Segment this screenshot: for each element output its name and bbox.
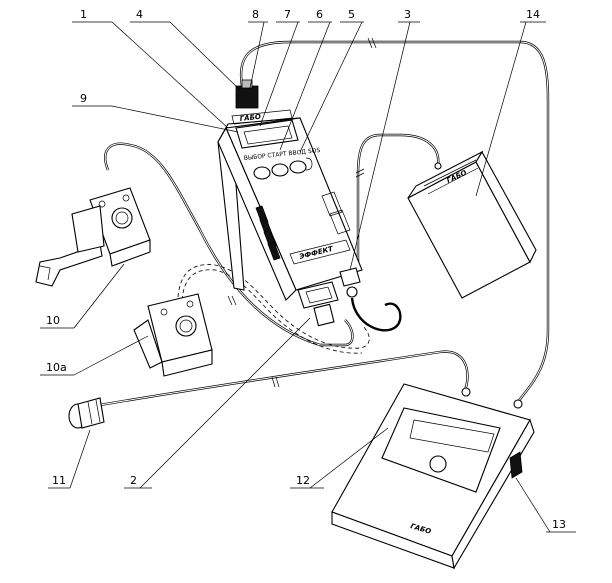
sensor-10-strap xyxy=(35,243,103,287)
callout-1: 1 xyxy=(80,8,87,21)
cable-connector-loop xyxy=(350,297,402,332)
callout-12: 12 xyxy=(296,474,310,487)
callout-13: 13 xyxy=(552,518,566,531)
display-screen-frame xyxy=(381,407,501,493)
button-select[interactable] xyxy=(253,166,271,180)
display-side-port xyxy=(509,451,523,479)
callout-7: 7 xyxy=(284,8,291,21)
printer-port xyxy=(434,162,442,170)
callout-4: 4 xyxy=(136,8,143,21)
button-enter[interactable] xyxy=(289,160,307,174)
callout-6: 6 xyxy=(316,8,323,21)
callout-5: 5 xyxy=(348,8,355,21)
sensor-10a-knob xyxy=(175,315,197,337)
db-connector xyxy=(297,281,339,309)
printer-unit: ГАБО xyxy=(407,150,537,299)
button-start[interactable] xyxy=(271,163,289,177)
callout-8: 8 xyxy=(252,8,259,21)
display-knob[interactable] xyxy=(429,455,447,473)
cables xyxy=(99,37,550,407)
callout-10a: 10a xyxy=(46,361,67,374)
callout-11: 11 xyxy=(52,474,66,487)
callout-14: 14 xyxy=(526,8,540,21)
display-unit: ГАБО xyxy=(331,383,535,570)
sensor-10 xyxy=(35,187,151,287)
side-grips xyxy=(255,191,351,261)
callout-10: 10 xyxy=(46,314,60,327)
display-screen xyxy=(409,419,495,453)
main-unit: ГАБО ВЫБОР СТАРТ ВВОД SOS ЭФФЕКТ xyxy=(217,79,363,327)
callout-3: 3 xyxy=(404,8,411,21)
sensor-10-knob xyxy=(111,207,133,229)
callout-9: 9 xyxy=(80,92,87,105)
sensor-10a xyxy=(133,293,213,377)
callout-labels: 1 4 8 7 6 5 3 14 9 10 10a 11 2 12 13 xyxy=(46,8,566,531)
leader-lines xyxy=(40,21,576,533)
callout-2: 2 xyxy=(130,474,137,487)
probe-11 xyxy=(68,397,105,429)
button-sos[interactable] xyxy=(305,157,313,171)
round-connector xyxy=(339,267,361,287)
main-unit-logo: ГАБО xyxy=(239,113,261,123)
